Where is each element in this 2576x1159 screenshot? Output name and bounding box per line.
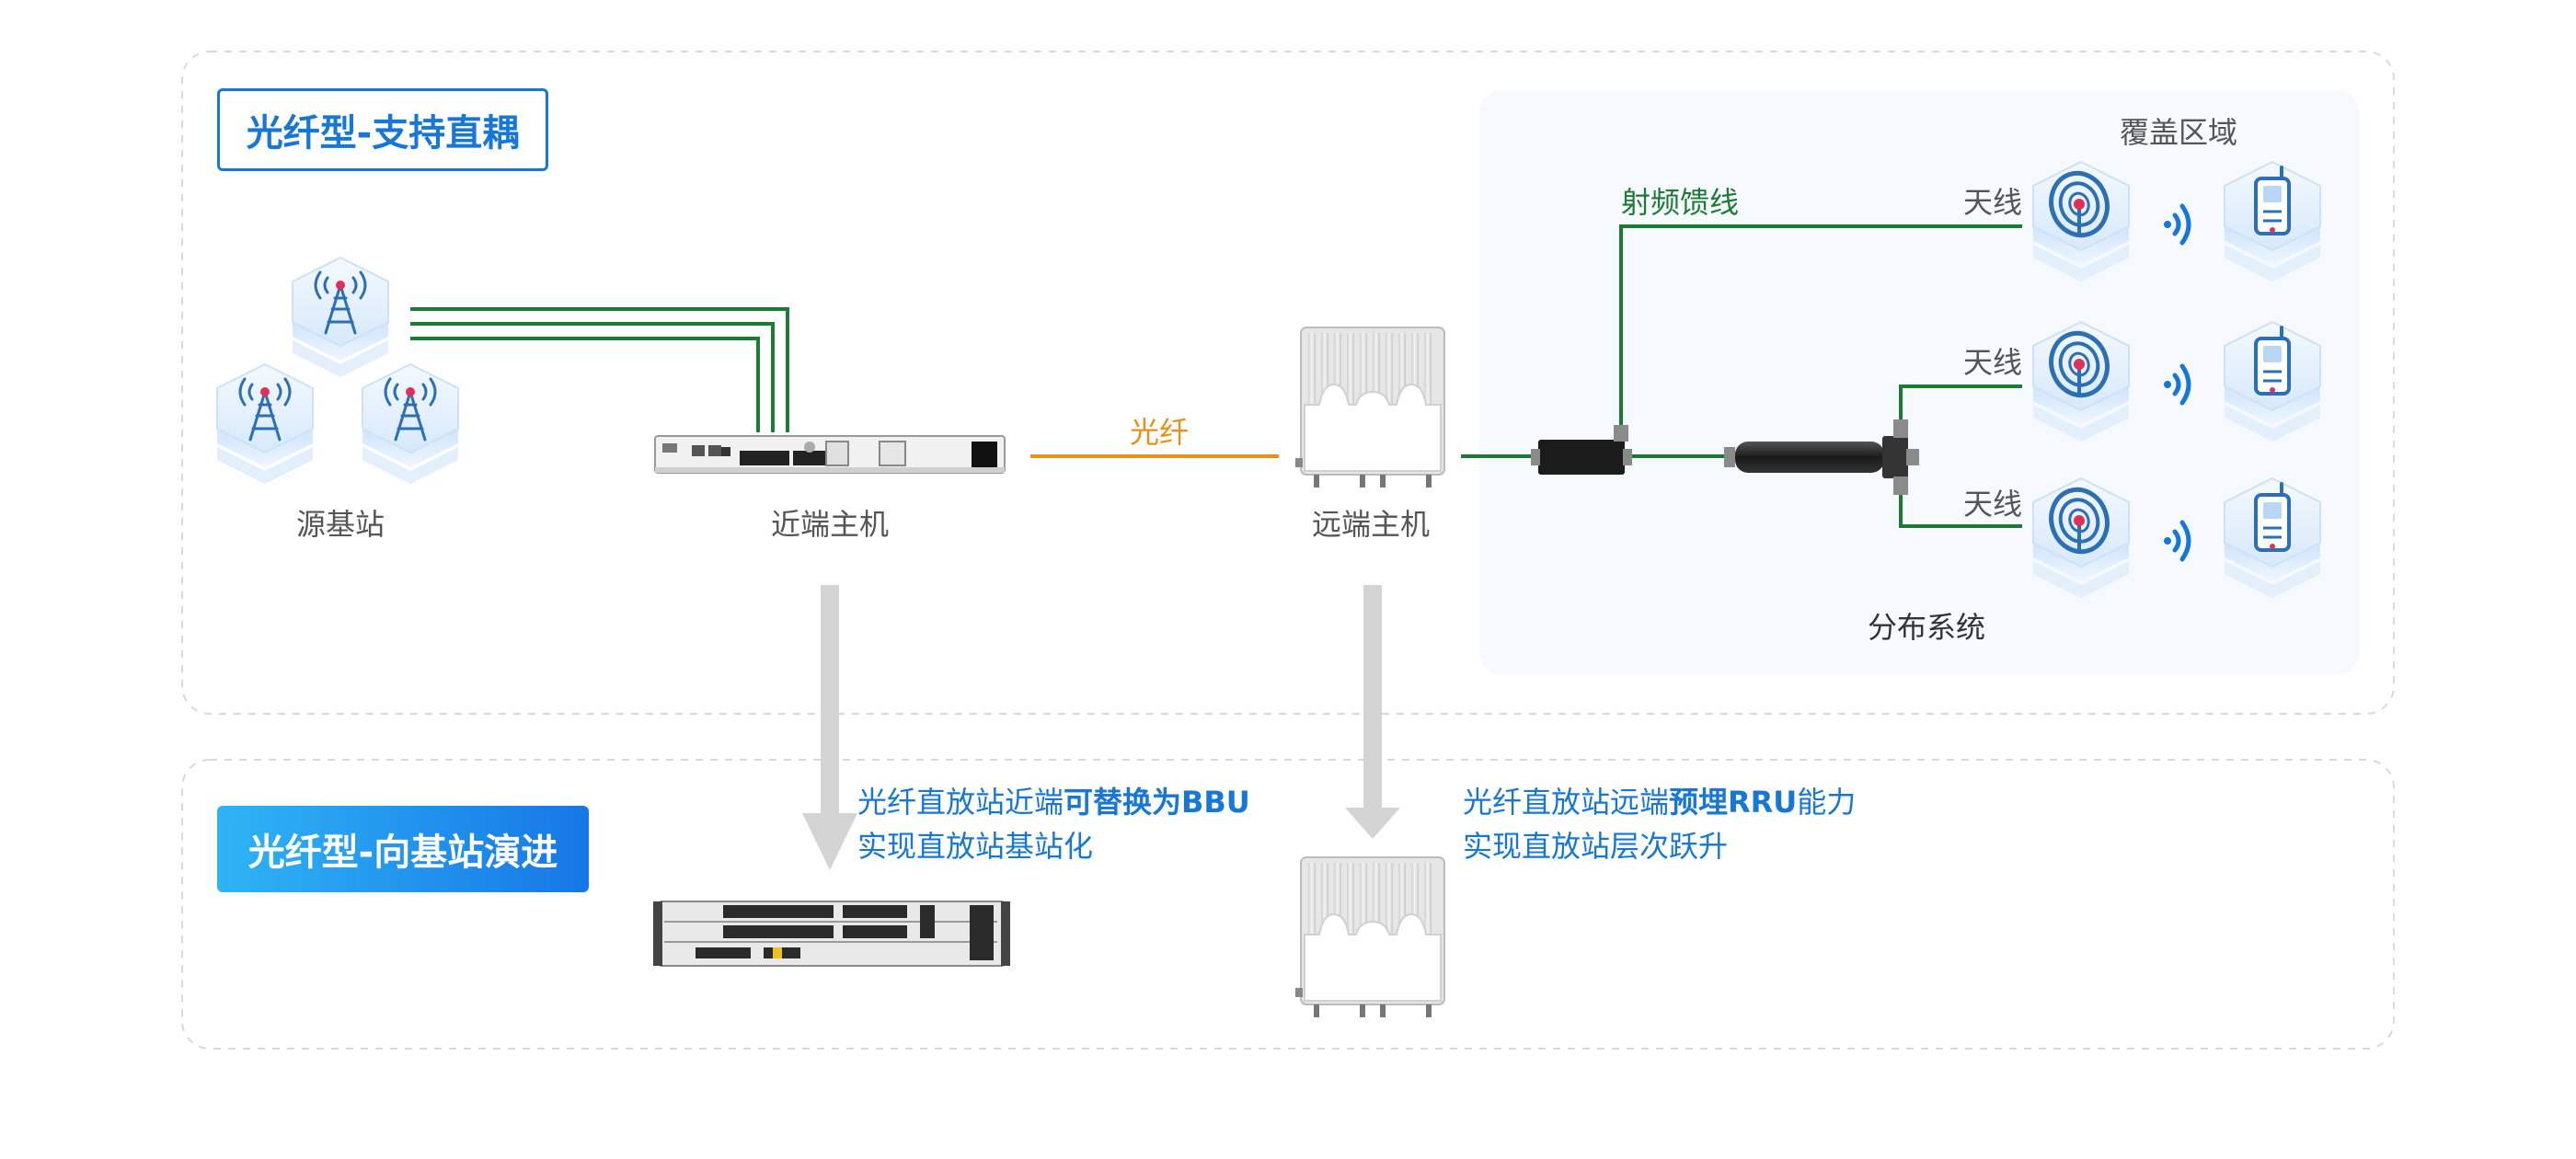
near-evolution-text: 光纤直放站近端可替换为BBU 实现直放站基站化 bbox=[857, 785, 1250, 864]
power-splitter-icon bbox=[1724, 419, 1919, 495]
antenna-label: 天线 bbox=[1963, 345, 2023, 380]
antenna-icon bbox=[2033, 162, 2129, 281]
coverage-label: 覆盖区域 bbox=[2120, 115, 2238, 150]
feeder-lines bbox=[410, 307, 789, 432]
antenna-icon bbox=[2033, 478, 2129, 598]
remote-unit-icon bbox=[1294, 327, 1445, 488]
near-end-host-icon bbox=[654, 435, 1006, 474]
base-station-icon bbox=[362, 364, 458, 484]
section1-frame bbox=[181, 51, 2395, 715]
base-station-icon bbox=[293, 258, 388, 377]
coupler-icon bbox=[1531, 425, 1632, 475]
fiber-label: 光纤 bbox=[1130, 415, 1190, 450]
antenna-icon bbox=[2033, 322, 2129, 442]
section1-title: 光纤型-支持直耦 bbox=[217, 88, 548, 171]
coverage-panel bbox=[1479, 90, 2359, 675]
far-evolution-text: 光纤直放站远端预埋RRU能力 实现直放站层次跃升 bbox=[1463, 785, 1857, 864]
distribution-label: 分布系统 bbox=[1868, 610, 1986, 645]
far-host-label: 远端主机 bbox=[1312, 507, 1431, 542]
antenna-label: 天线 bbox=[1963, 185, 2023, 220]
antenna-label: 天线 bbox=[1963, 487, 2023, 522]
mobile-terminal-icon bbox=[2225, 478, 2320, 598]
rf-feeder-label: 射频馈线 bbox=[1621, 185, 1740, 220]
source-bs-label: 源基站 bbox=[296, 507, 385, 542]
mobile-terminal-icon bbox=[2225, 322, 2320, 442]
evolution-arrow-near bbox=[802, 585, 857, 870]
bbu-icon bbox=[653, 901, 1010, 967]
near-host-label: 近端主机 bbox=[771, 507, 890, 542]
section2-title: 光纤型-向基站演进 bbox=[217, 806, 589, 892]
evolution-arrow-far bbox=[1345, 585, 1400, 839]
section2-frame bbox=[181, 759, 2395, 1050]
remote-unit-icon bbox=[1294, 856, 1445, 1018]
mobile-terminal-icon bbox=[2225, 162, 2320, 281]
base-station-icon bbox=[217, 364, 313, 484]
